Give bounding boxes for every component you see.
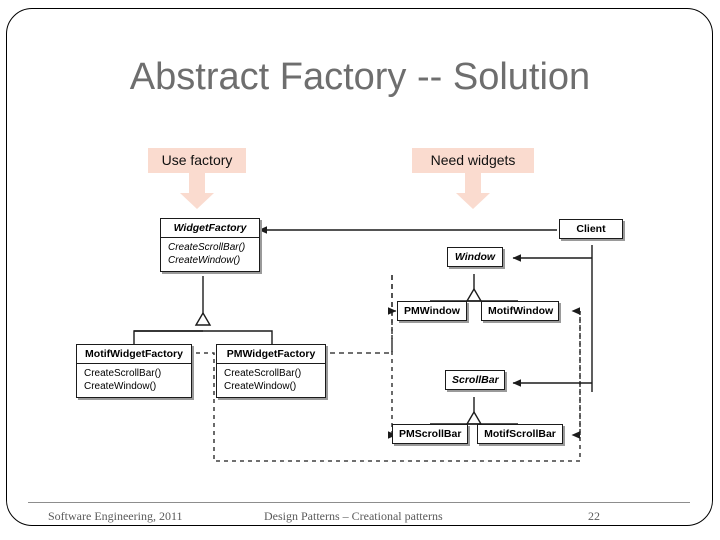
uml-class-name: MotifWidgetFactory [85,348,183,360]
callout-use-factory-label: Use factory [148,148,246,173]
callout-use-factory-arrow-head [180,193,214,209]
uml-operations: CreateScrollBar() CreateWindow() [161,237,259,271]
uml-class-widget-factory[interactable]: WidgetFactory CreateScrollBar() CreateWi… [160,218,260,272]
uml-class-motif-scrollbar[interactable]: MotifScrollBar [477,424,563,444]
uml-operations: CreateScrollBar() CreateWindow() [217,363,325,397]
uml-class-name: Client [576,223,606,235]
uml-operation: CreateScrollBar() [168,242,246,253]
uml-class-name: WidgetFactory [173,222,247,234]
callout-need-widgets-label: Need widgets [412,148,534,173]
uml-operation: CreateWindow() [224,381,297,392]
callout-use-factory: Use factory [148,148,246,209]
callout-need-widgets: Need widgets [412,148,534,209]
uml-class-name: MotifScrollBar [484,428,556,440]
callout-need-widgets-arrow-stem [465,173,481,193]
uml-class-window[interactable]: Window [447,247,503,267]
uml-class-client[interactable]: Client [559,219,623,239]
uml-class-motif-window[interactable]: MotifWindow [481,301,559,321]
uml-class-name: ScrollBar [452,374,499,386]
uml-operations: CreateScrollBar() CreateWindow() [77,363,191,397]
uml-class-name: Window [454,251,496,263]
uml-class-pm-window[interactable]: PMWindow [397,301,467,321]
uml-operation: CreateWindow() [168,255,241,266]
uml-class-name: PMWindow [404,305,460,317]
uml-class-pm-widget-factory[interactable]: PMWidgetFactory CreateScrollBar() Create… [216,344,326,398]
page-title: Abstract Factory -- Solution [129,56,591,98]
uml-operation: CreateScrollBar() [224,368,302,379]
uml-class-motif-widget-factory[interactable]: MotifWidgetFactory CreateScrollBar() Cre… [76,344,192,398]
uml-operation: CreateWindow() [84,381,157,392]
diagram-connectors [133,226,593,462]
uml-class-pm-scrollbar[interactable]: PMScrollBar [392,424,468,444]
uml-class-scrollbar[interactable]: ScrollBar [445,370,505,390]
footer-page-number: 22 [588,509,600,523]
footer-left-text: Software Engineering, 2011 [48,509,183,523]
uml-operation: CreateScrollBar() [84,368,162,379]
callout-use-factory-arrow-stem [189,173,205,193]
footer-divider [28,502,690,503]
uml-class-name: PMWidgetFactory [226,348,316,360]
callout-need-widgets-arrow-head [456,193,490,209]
footer-center-text: Design Patterns – Creational patterns [264,509,443,523]
uml-class-diagram: WidgetFactory CreateScrollBar() CreateWi… [76,218,623,462]
uml-class-name: MotifWindow [488,305,554,317]
uml-class-name: PMScrollBar [399,428,462,440]
slide-frame [6,8,713,526]
